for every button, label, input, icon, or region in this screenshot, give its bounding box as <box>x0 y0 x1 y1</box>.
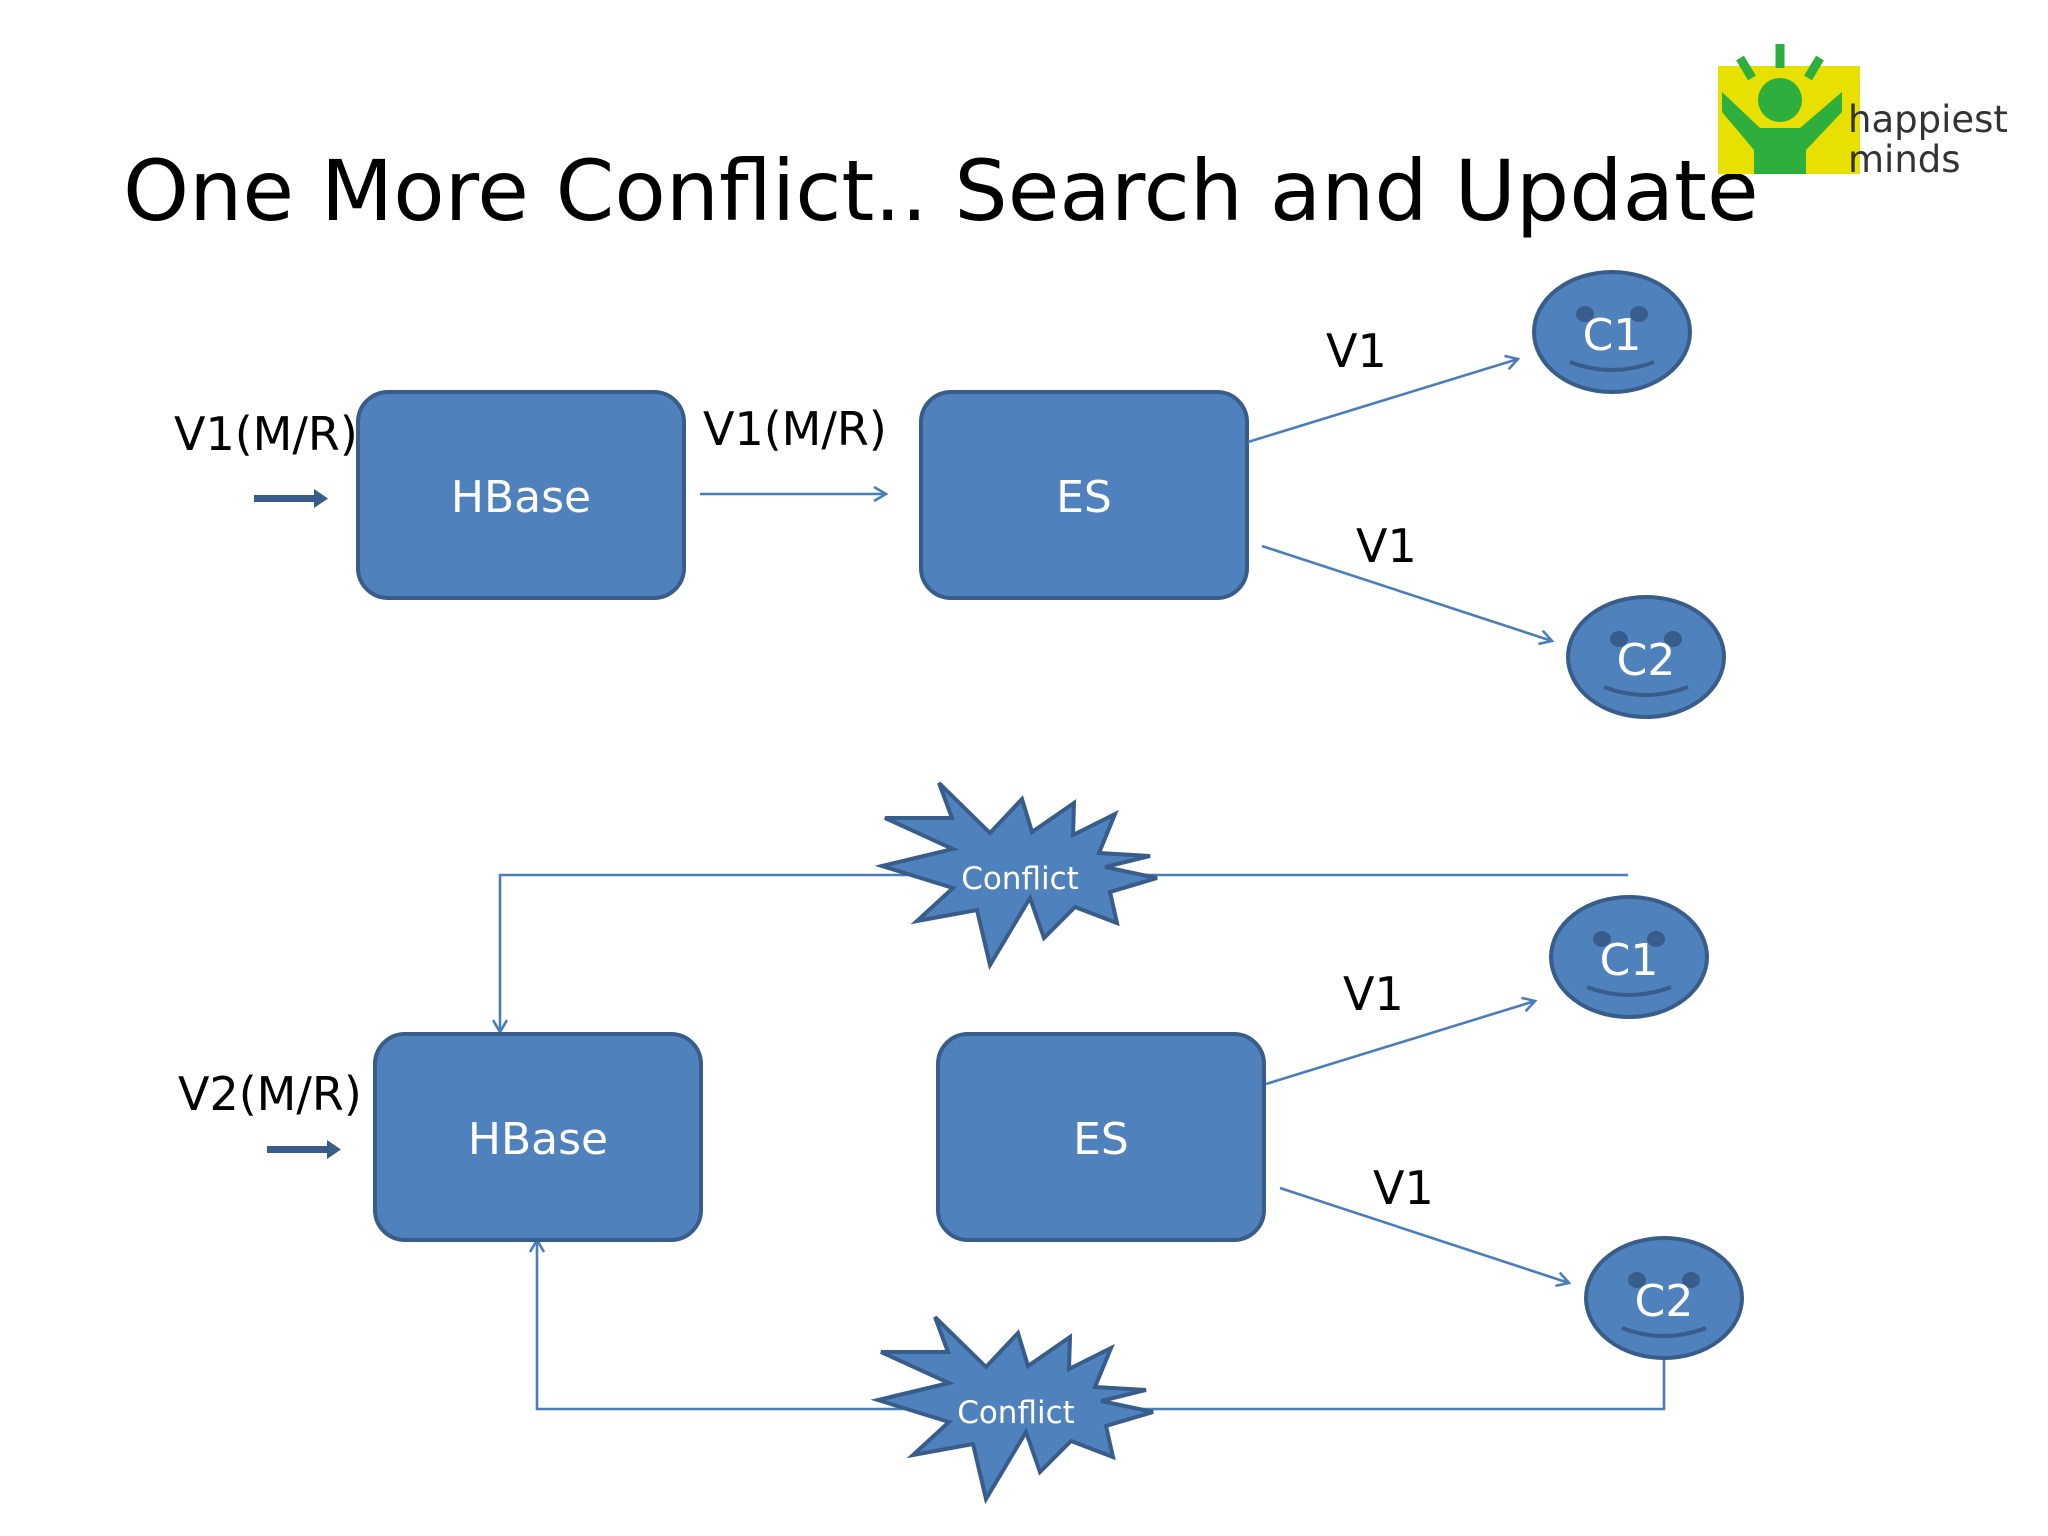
logo-text-line1: happiest <box>1848 98 2008 141</box>
top-c2-face: C2 <box>1566 595 1726 719</box>
top-es-to-c1-arrow <box>1247 359 1518 444</box>
bottom-c2-label: C2 <box>1635 1276 1694 1327</box>
top-es-label: ES <box>1056 472 1112 523</box>
top-to-c2-label: V1 <box>1356 519 1417 573</box>
bottom-flow: V2(M/R) HBase ES V1 V1 C1 C2 <box>178 781 1744 1505</box>
bottom-es-label: ES <box>1073 1114 1129 1165</box>
top-c2-label: C2 <box>1617 635 1676 686</box>
top-to-c1-label: V1 <box>1326 324 1387 378</box>
top-c1-label: C1 <box>1583 310 1642 361</box>
bottom-to-c1-label: V1 <box>1343 967 1404 1021</box>
bottom-es-to-c1-arrow <box>1265 1001 1535 1086</box>
top-es-to-c2-arrow <box>1261 544 1552 641</box>
bottom-hbase-box <box>373 1032 703 1242</box>
bottom-conflict-burst-icon: Conflict <box>870 1315 1154 1505</box>
bottom-c1-face: C1 <box>1549 895 1709 1019</box>
top-input-label: V1(M/R) <box>174 407 358 461</box>
bottom-input-label: V2(M/R) <box>178 1067 362 1121</box>
bottom-c2-face: C2 <box>1584 1236 1744 1360</box>
top-conflict-burst-icon: Conflict <box>874 781 1158 971</box>
logo-text-line2: minds <box>1848 138 1961 181</box>
bottom-c1-label: C1 <box>1600 935 1659 986</box>
bottom-input-arrow-icon <box>267 1140 341 1159</box>
bottom-es-box <box>936 1032 1266 1242</box>
top-hbase-to-es-label: V1(M/R) <box>703 402 887 456</box>
bottom-es-to-c2-arrow <box>1279 1186 1569 1283</box>
top-hbase-box <box>356 390 686 600</box>
top-flow: V1(M/R) HBase V1(M/R) ES V1 V1 C1 C2 <box>174 270 1726 719</box>
top-conflict-feedback-line <box>500 873 1628 1032</box>
bottom-hbase-label: HBase <box>468 1114 608 1165</box>
bottom-conflict-feedback-line <box>537 1240 1666 1411</box>
bottom-to-c2-label: V1 <box>1373 1161 1434 1215</box>
bottom-conflict-label: Conflict <box>957 1395 1075 1431</box>
top-c1-face: C1 <box>1532 270 1692 394</box>
company-logo: happiest minds <box>1718 44 2008 181</box>
top-input-arrow-icon <box>254 489 328 508</box>
top-hbase-label: HBase <box>451 472 591 523</box>
top-es-box <box>919 390 1249 600</box>
slide-title: One More Conflict.. Search and Update <box>123 142 1759 240</box>
top-conflict-label: Conflict <box>961 861 1079 897</box>
